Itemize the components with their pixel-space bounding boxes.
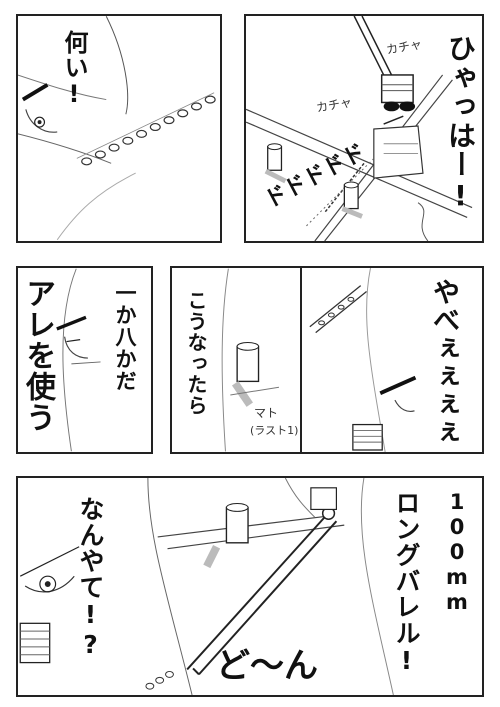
panel-3: アレを使う xyxy=(16,266,153,454)
p7-sfx-don: ど〜ん xyxy=(216,646,318,686)
panel-2-sketch xyxy=(246,16,473,241)
p3-speech: アレを使う xyxy=(20,278,55,433)
p1-speech: 何い! xyxy=(60,30,88,109)
panel-1: 何い! xyxy=(16,14,222,243)
p7-speech-right-2: ロングバレル! xyxy=(392,490,421,676)
p7-speech-right-1: 100mm xyxy=(445,490,469,615)
panel-7-sketch xyxy=(19,478,394,695)
panel-7: なんやて!? 100mm ロングバレル! ど〜ん xyxy=(16,476,484,697)
p5-note-label: マト xyxy=(254,406,279,420)
panel-4 xyxy=(153,266,173,454)
chain-links xyxy=(81,95,216,166)
panel-1-sketch xyxy=(18,16,216,241)
panel-6-sketch xyxy=(309,268,417,452)
panel-6: やべぇぇぇぇ xyxy=(300,266,484,454)
p4-speech: 一か八かだ xyxy=(113,282,137,392)
p2-speech: ひゃっはー! xyxy=(444,34,477,213)
panel-5-sketch xyxy=(221,268,280,452)
panel-3-sketch xyxy=(56,268,101,452)
p5-note-sub: (ラスト1) xyxy=(250,424,299,437)
p7-speech-left: なんやて!? xyxy=(76,496,105,660)
p5-speech: こうなったら xyxy=(184,290,208,416)
p6-speech: やべぇぇぇぇ xyxy=(428,278,459,446)
panel-2: カチャ カチャ ドドドドド ひゃっはー! xyxy=(244,14,484,243)
panel-5: こうなったら マト (ラスト1) xyxy=(170,266,314,454)
